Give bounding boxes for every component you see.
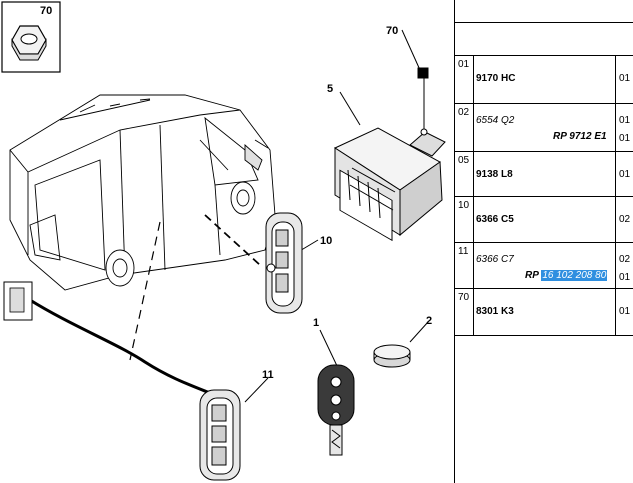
column-divider xyxy=(473,289,474,335)
switch-part-10 xyxy=(265,212,303,314)
callout-1: 1 xyxy=(313,317,319,329)
column-divider xyxy=(615,152,616,196)
nut-inset-box: 70 xyxy=(1,1,61,73)
parts-row-code[interactable]: 9138 L8 xyxy=(476,169,513,180)
parts-row-qty: 01 xyxy=(619,169,631,180)
column-divider xyxy=(473,197,474,242)
column-divider xyxy=(473,104,474,151)
parts-list-subheader xyxy=(455,23,633,56)
parts-row-rp-label: RP xyxy=(525,270,539,281)
column-divider xyxy=(615,56,616,103)
parts-row-qty: 02 xyxy=(619,254,631,265)
column-divider xyxy=(615,197,616,242)
parts-row-rp-label: RP 9712 E1 xyxy=(553,131,607,142)
switch-part-11 xyxy=(199,389,241,481)
nut-icon xyxy=(11,25,47,61)
column-divider xyxy=(473,56,474,103)
parts-row-ref: 02 xyxy=(458,107,470,118)
callout-2: 2 xyxy=(426,315,432,327)
parts-list-panel: 01 9170 HC 01 02 6554 Q2 01 RP 9712 E1 01 05 9138… xyxy=(454,0,633,483)
parts-row-ref: 70 xyxy=(458,292,470,303)
parts-row-ref: 01 xyxy=(458,59,470,70)
callout-10: 10 xyxy=(320,235,332,247)
highlighted-part-number: 16 102 208 80 xyxy=(541,270,608,281)
column-divider xyxy=(473,243,474,288)
control-module-part-5 xyxy=(333,67,446,242)
callout-70: 70 xyxy=(386,25,398,37)
column-divider xyxy=(473,152,474,196)
callout-5: 5 xyxy=(327,83,333,95)
cable-harness xyxy=(3,281,216,397)
parts-row-qty: 01 xyxy=(619,306,631,317)
parts-row-code[interactable]: 8301 K3 xyxy=(476,306,514,317)
parts-row-qty: 02 xyxy=(619,214,631,225)
exploded-parts-diagram: 70 xyxy=(1,1,446,481)
leader-lines xyxy=(129,29,429,403)
parts-row-ref: 05 xyxy=(458,155,470,166)
parts-row-qty: 01 xyxy=(619,115,631,126)
key-part-1 xyxy=(317,364,355,456)
column-divider xyxy=(615,243,616,288)
parts-row[interactable]: 01 9170 HC 01 xyxy=(455,56,633,104)
parts-row-qty2: 01 xyxy=(619,272,631,283)
parts-list: 01 9170 HC 01 02 6554 Q2 01 RP 9712 E1 01 05 9138… xyxy=(455,56,633,336)
parts-list-header xyxy=(455,0,633,23)
parts-row[interactable]: 10 6366 C5 02 xyxy=(455,197,633,243)
parts-row[interactable]: 05 9138 L8 01 xyxy=(455,152,633,197)
callout-11: 11 xyxy=(262,369,274,381)
parts-row-ref: 10 xyxy=(458,200,470,211)
column-divider xyxy=(615,289,616,335)
parts-row-qty2: 01 xyxy=(619,133,631,144)
van-illustration xyxy=(9,94,276,291)
column-divider xyxy=(615,104,616,151)
nut-box-label: 70 xyxy=(40,5,52,17)
parts-row-ref: 11 xyxy=(458,246,469,257)
parts-row[interactable]: 02 6554 Q2 01 RP 9712 E1 01 xyxy=(455,104,633,152)
parts-row-replacement-ref[interactable]: RP 9712 E1 xyxy=(553,131,607,142)
battery-part-2 xyxy=(373,344,411,368)
parts-row-replacement-ref[interactable]: RP 16 102 208 80 xyxy=(525,270,608,281)
parts-row[interactable]: 70 8301 K3 01 xyxy=(455,289,633,336)
parts-row-code[interactable]: 6554 Q2 xyxy=(476,115,515,126)
parts-row-code[interactable]: 6366 C5 xyxy=(476,214,514,225)
parts-row-code[interactable]: 9170 HC xyxy=(476,73,516,84)
parts-row-qty: 01 xyxy=(619,73,631,84)
parts-row-code[interactable]: 6366 C7 xyxy=(476,254,514,265)
